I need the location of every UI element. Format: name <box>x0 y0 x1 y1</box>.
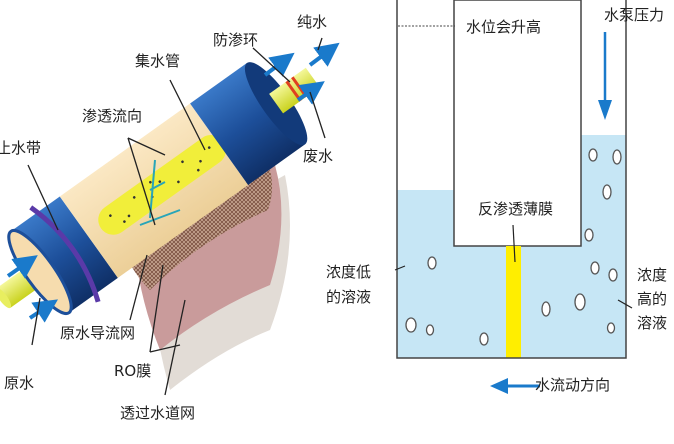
label-waste-water: 废水 <box>303 147 334 165</box>
label-anti-seep-ring: 防渗环 <box>213 31 259 49</box>
membrane-sheets <box>125 165 290 390</box>
leader-lines <box>27 37 326 396</box>
label-permeate-flow: 渗透流向 <box>82 107 143 125</box>
u-tube <box>394 0 633 394</box>
label-collection-tube: 集水管 <box>135 52 181 70</box>
label-high-conc-1: 浓度 <box>637 266 668 284</box>
label-low-conc-2: 的溶液 <box>326 288 372 306</box>
label-seal-band: 止水带 <box>0 139 42 157</box>
label-water-level-rises: 水位会升高 <box>466 18 542 36</box>
label-ro-membrane: RO膜 <box>114 362 152 380</box>
label-low-conc-1: 浓度低 <box>326 263 372 281</box>
label-pump-pressure: 水泵压力 <box>604 6 665 24</box>
label-permeate-spacer: 透过水道网 <box>120 404 196 422</box>
label-high-conc-3: 溶液 <box>637 314 668 332</box>
label-flow-direction: 水流动方向 <box>535 376 611 394</box>
label-ro-thin-membrane: 反渗透薄膜 <box>478 200 554 218</box>
label-pure-water: 纯水 <box>297 13 328 31</box>
flow-arrows <box>6 42 340 323</box>
label-high-conc-2: 高的 <box>637 290 668 308</box>
ro-element <box>0 62 320 316</box>
label-feed-spacer: 原水导流网 <box>60 324 136 342</box>
label-raw-water: 原水 <box>4 374 35 392</box>
